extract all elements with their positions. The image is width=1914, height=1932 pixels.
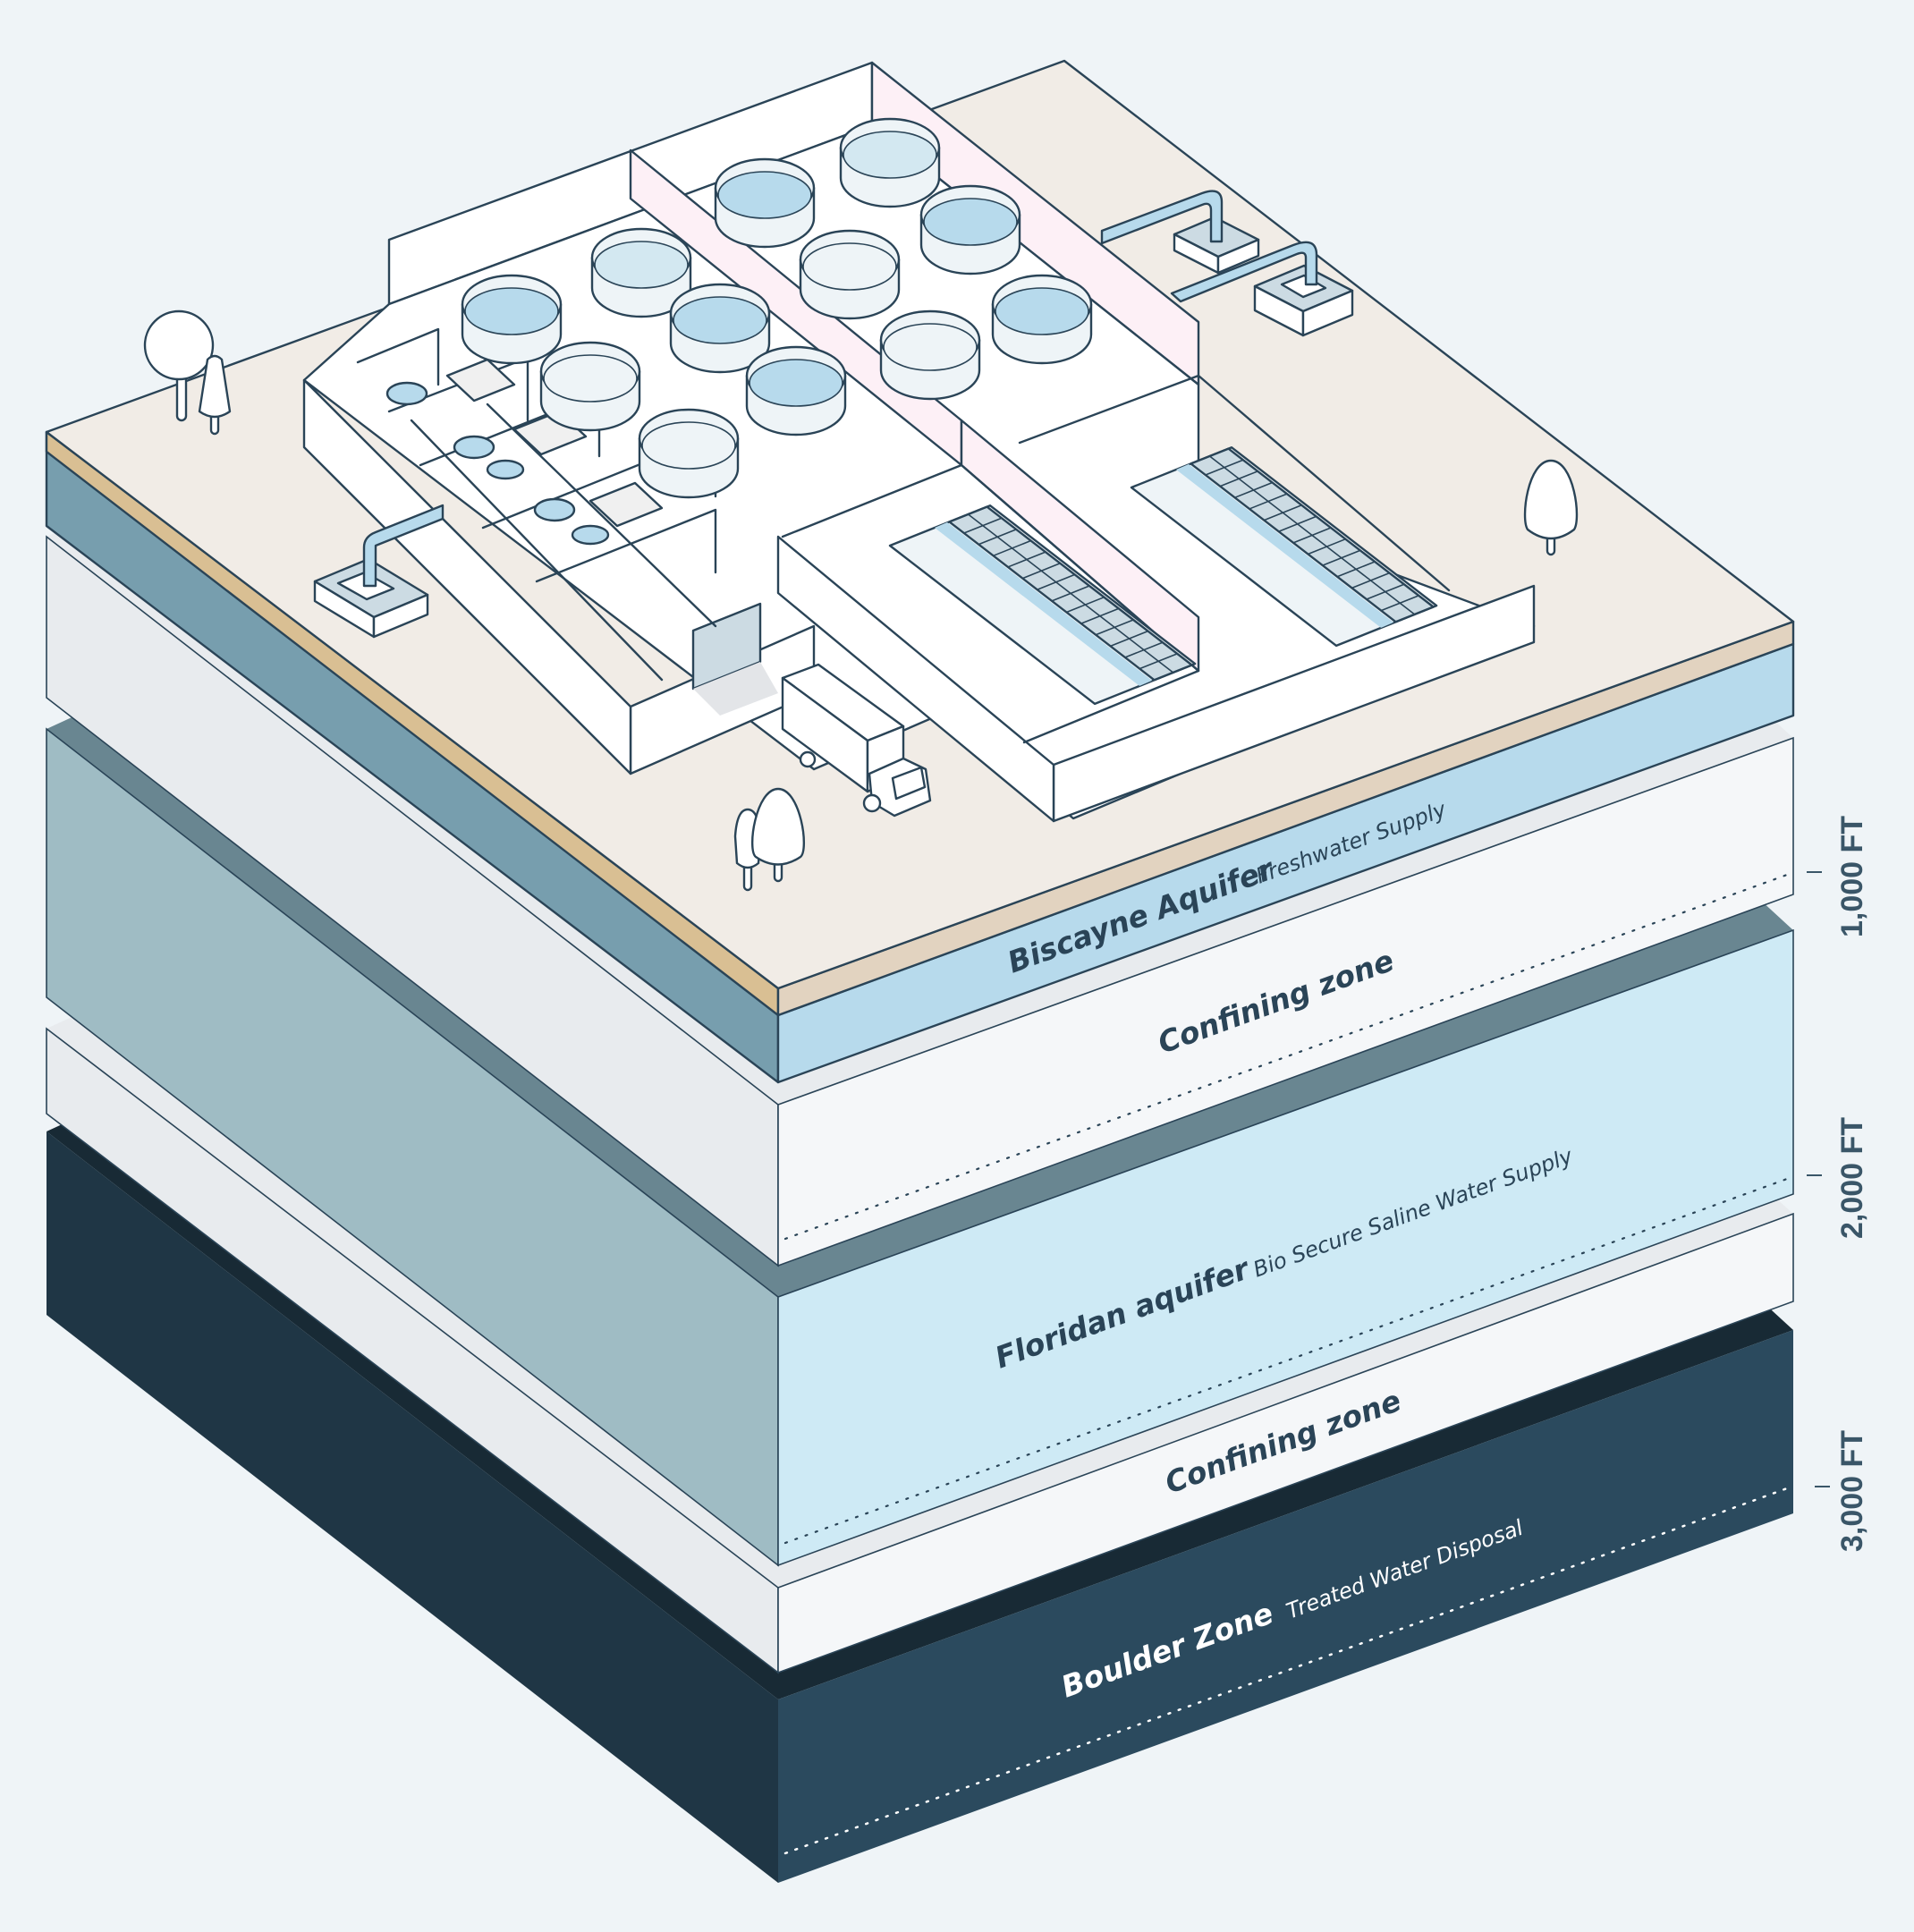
- well-right-2: [1170, 241, 1354, 337]
- tank: [714, 157, 816, 249]
- grow-out-tanks: [461, 117, 1093, 499]
- well-right-1: [1100, 190, 1260, 275]
- lab-block-left: [302, 378, 632, 775]
- tank: [991, 274, 1093, 365]
- tree-round: [143, 309, 215, 422]
- depth-label-3000: 3,000 FT: [1835, 1430, 1869, 1552]
- tree-front-2: [750, 787, 806, 883]
- tank: [879, 309, 981, 401]
- delivery-truck: [781, 663, 932, 818]
- raceways: [888, 446, 1438, 706]
- raceway-inner-wall: [781, 463, 1200, 744]
- tank: [839, 117, 941, 208]
- wells: [313, 190, 1354, 639]
- confining1-front-face: [777, 736, 1794, 1267]
- equipment-boxes: [445, 358, 664, 528]
- tree-narrow: [198, 354, 232, 436]
- pipe-right-1: [1100, 190, 1224, 245]
- tank: [461, 274, 563, 365]
- lab-door-shadow: [693, 662, 778, 716]
- tank: [919, 184, 1021, 275]
- depth-scale: 1,000 FT 2,000 FT 3,000 FT: [1807, 816, 1869, 1552]
- tank: [669, 283, 771, 374]
- pipe-right-2: [1170, 241, 1318, 303]
- tank: [745, 345, 847, 436]
- depth-label-2000: 2,000 FT: [1835, 1117, 1869, 1239]
- tree-right: [1523, 459, 1579, 556]
- pipe-left: [362, 504, 445, 588]
- tank: [638, 408, 740, 499]
- confining2-front-face: [777, 1212, 1794, 1674]
- boulder-front-face: [778, 1330, 1793, 1883]
- floridan-front-face: [777, 928, 1794, 1567]
- raceway-building-left: [776, 535, 1055, 823]
- raceway-inner-wall-2: [1018, 374, 1451, 592]
- tank: [539, 341, 641, 432]
- tank: [799, 229, 901, 320]
- lab-tanks: [385, 381, 610, 546]
- raceway-right: [1130, 446, 1438, 648]
- raceway-left: [888, 504, 1197, 706]
- trees: [143, 309, 1579, 892]
- tank: [590, 227, 692, 318]
- depth-label-1000: 1,000 FT: [1835, 816, 1869, 937]
- boulder-left-face: [47, 1131, 778, 1883]
- well-left: [313, 504, 445, 639]
